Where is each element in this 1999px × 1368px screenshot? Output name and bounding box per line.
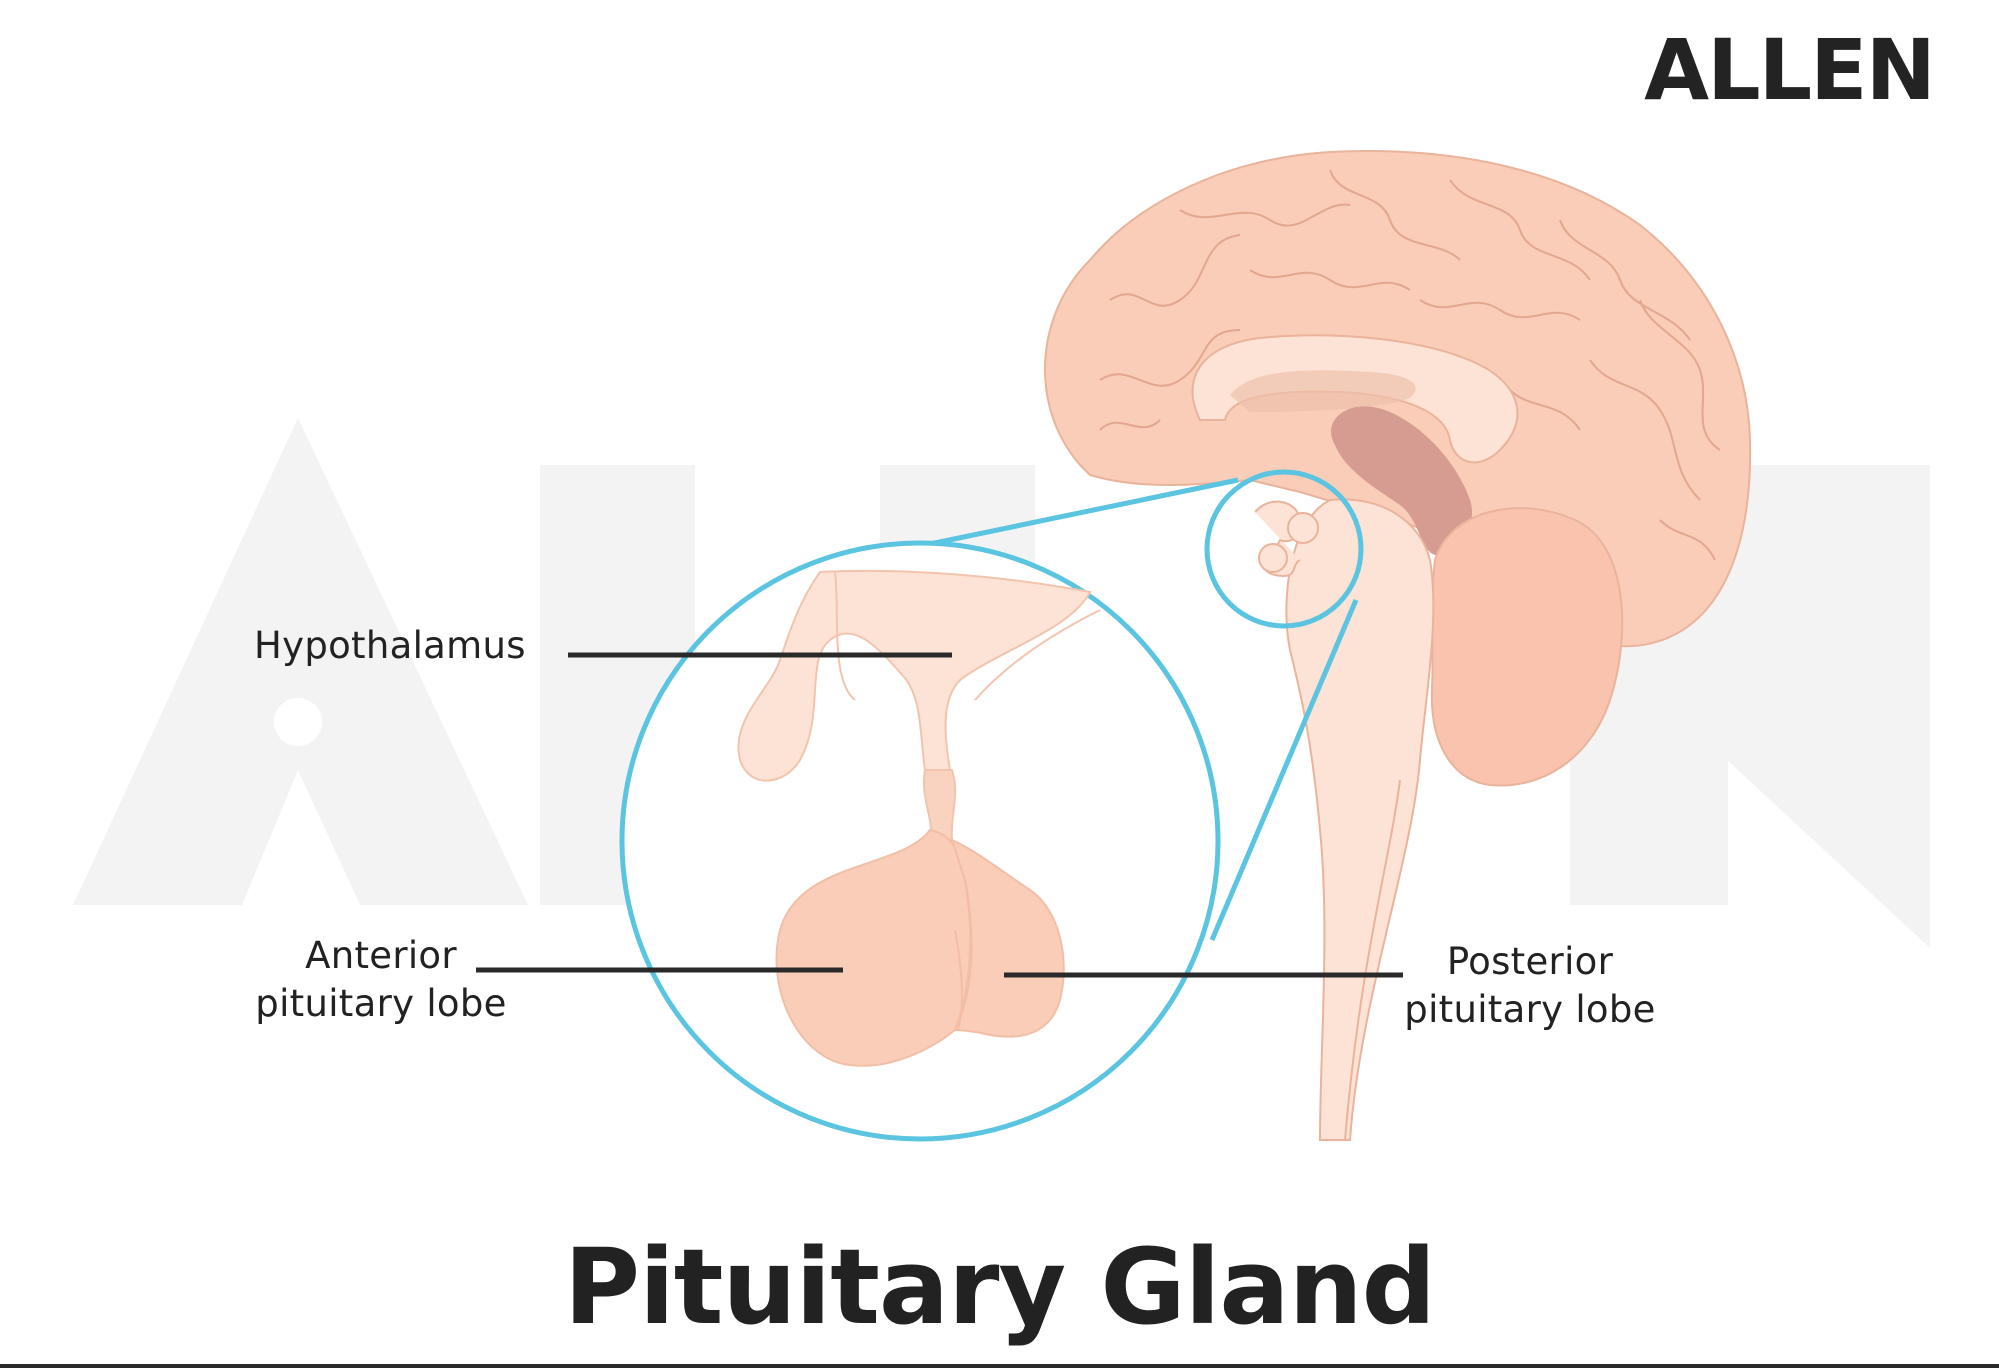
zoom-callout: [619, 469, 1364, 1142]
cerebellum: [1430, 507, 1624, 787]
hypothalamus-label: Hypothalamus: [254, 624, 526, 667]
pituitary-small: [1254, 500, 1319, 577]
leader-lines: [476, 652, 1403, 978]
anterior-label-line1: Anterior: [305, 934, 457, 977]
brain-folds: [1099, 169, 1721, 561]
anterior-lobe-label: Anterior pituitary lobe: [226, 932, 536, 1028]
pituitary-magnified: [737, 569, 1101, 1067]
bottom-rule: [0, 1364, 1999, 1368]
zoom-source-ring: [1204, 469, 1364, 629]
brain-sagittal: [1044, 150, 1752, 1141]
brainstem: [1285, 498, 1435, 1141]
posterior-lobe-label: Posterior pituitary lobe: [1380, 938, 1680, 1034]
diagram-title: Pituitary Gland: [563, 1226, 1436, 1348]
thalamus: [1331, 406, 1472, 556]
posterior-label-line2: pituitary lobe: [1404, 988, 1656, 1031]
posterior-label-line1: Posterior: [1446, 940, 1614, 983]
posterior-lobe: [950, 838, 1065, 1038]
anterior-label-line2: pituitary lobe: [255, 982, 507, 1025]
hypothalamus-tissue: [737, 569, 1092, 782]
brand-logo: ALLEN: [1644, 21, 1936, 119]
